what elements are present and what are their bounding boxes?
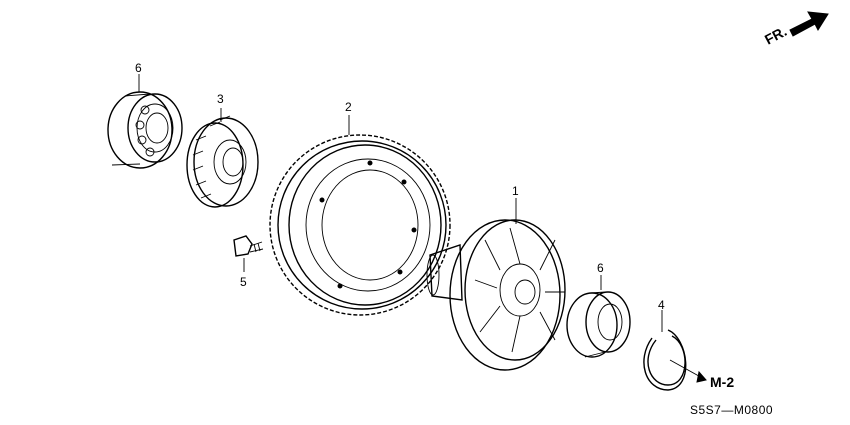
- front-direction-indicator: FR.: [762, 11, 829, 48]
- callout-6-right: 6: [597, 261, 604, 275]
- reference-label: M-2: [710, 374, 734, 390]
- callout-5: 5: [240, 275, 247, 289]
- callout-4: 4: [658, 298, 665, 312]
- diagram-code: S5S7—M0800: [690, 403, 773, 417]
- final-driven-gear: [269, 134, 451, 316]
- callout-2: 2: [345, 100, 352, 114]
- snap-ring: [643, 329, 687, 391]
- front-direction-arrow-icon: [789, 11, 829, 37]
- ball-bearing-left: [107, 91, 183, 169]
- bolt: [233, 235, 264, 257]
- differential-assembly: [426, 219, 566, 371]
- callout-6-left: 6: [135, 61, 142, 75]
- front-direction-label: FR.: [762, 23, 789, 48]
- callout-3: 3: [217, 92, 224, 106]
- callout-1: 1: [512, 184, 519, 198]
- drive-gear: [186, 115, 259, 208]
- reference-arrow-icon: [696, 370, 707, 383]
- ball-bearing-right: [566, 291, 631, 358]
